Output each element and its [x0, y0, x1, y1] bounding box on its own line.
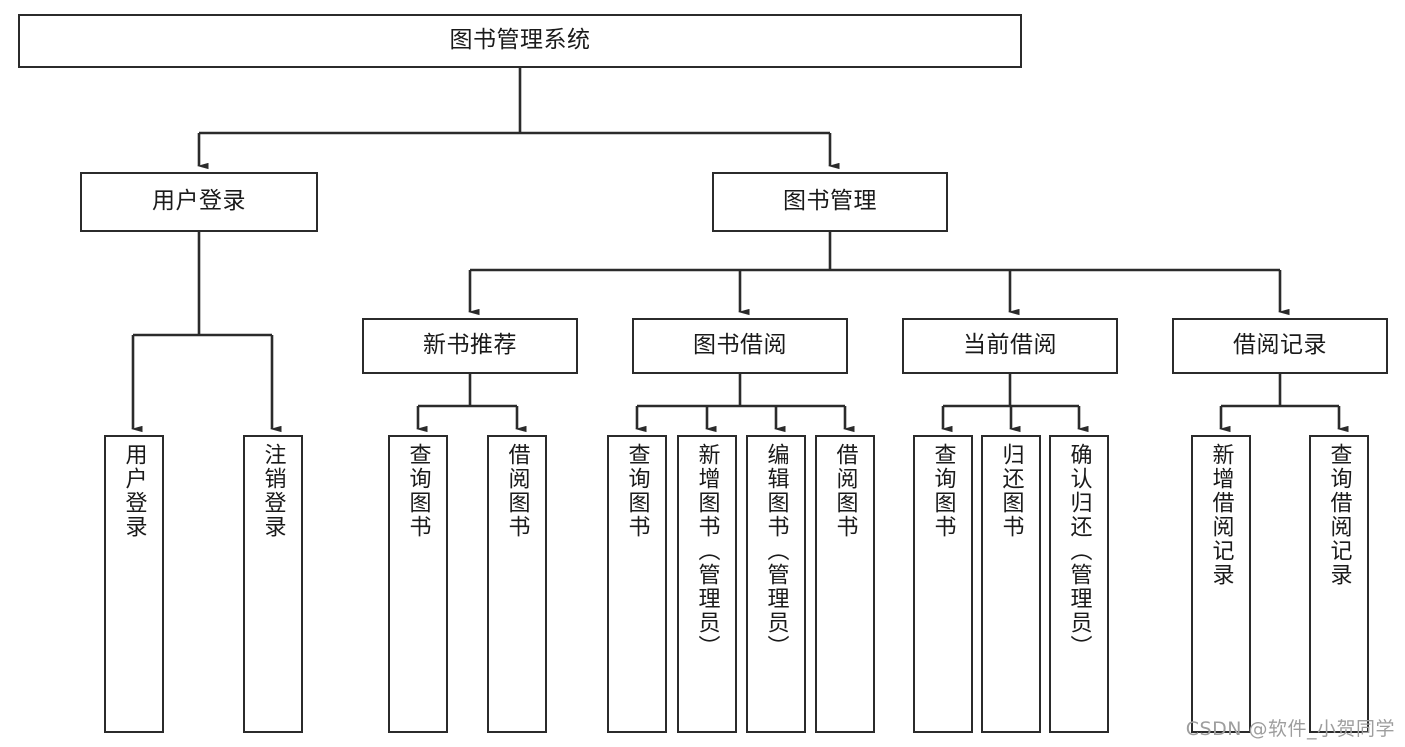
- node-leaf-borrow-book-nbr-label: 借阅图书: [504, 443, 530, 539]
- node-book-management[interactable]: 图书管理: [712, 172, 948, 232]
- node-leaf-edit-book[interactable]: 编辑图书（管理员）: [746, 435, 806, 733]
- node-borrow-record[interactable]: 借阅记录: [1172, 318, 1388, 374]
- node-leaf-borrow-book-bb[interactable]: 借阅图书: [815, 435, 875, 733]
- node-leaf-query-book-cb[interactable]: 查询图书: [913, 435, 973, 733]
- node-book-borrow[interactable]: 图书借阅: [632, 318, 848, 374]
- node-leaf-confirm-return[interactable]: 确认归还（管理员）: [1049, 435, 1109, 733]
- node-leaf-query-book-nbr[interactable]: 查询图书: [388, 435, 448, 733]
- node-book-management-label: 图书管理: [783, 188, 877, 215]
- node-leaf-user-login[interactable]: 用户登录: [104, 435, 164, 733]
- node-leaf-logout-label: 注销登录: [260, 443, 286, 539]
- node-leaf-borrow-book-bb-label: 借阅图书: [832, 443, 858, 539]
- node-leaf-add-record-label: 新增借阅记录: [1208, 443, 1234, 587]
- csdn-watermark: CSDN @软件_小贺同学: [1185, 718, 1395, 740]
- node-leaf-user-login-label: 用户登录: [121, 443, 147, 539]
- node-leaf-add-book-label: 新增图书（管理员）: [694, 443, 720, 659]
- node-book-borrow-label: 图书借阅: [693, 332, 787, 359]
- node-leaf-return-book-label: 归还图书: [998, 443, 1024, 539]
- node-user-login-label: 用户登录: [152, 188, 246, 215]
- node-leaf-logout[interactable]: 注销登录: [243, 435, 303, 733]
- node-leaf-borrow-book-nbr[interactable]: 借阅图书: [487, 435, 547, 733]
- node-borrow-record-label: 借阅记录: [1233, 332, 1327, 359]
- node-leaf-query-book-bb-label: 查询图书: [624, 443, 650, 539]
- node-leaf-edit-book-label: 编辑图书（管理员）: [763, 443, 789, 659]
- node-new-book-recommend-label: 新书推荐: [423, 332, 517, 359]
- node-leaf-query-book-cb-label: 查询图书: [930, 443, 956, 539]
- node-current-borrow[interactable]: 当前借阅: [902, 318, 1118, 374]
- node-root-label: 图书管理系统: [449, 27, 591, 54]
- node-leaf-query-book-bb[interactable]: 查询图书: [607, 435, 667, 733]
- node-leaf-query-record[interactable]: 查询借阅记录: [1309, 435, 1369, 733]
- node-leaf-add-book[interactable]: 新增图书（管理员）: [677, 435, 737, 733]
- node-current-borrow-label: 当前借阅: [963, 332, 1057, 359]
- node-user-login[interactable]: 用户登录: [80, 172, 318, 232]
- node-leaf-add-record[interactable]: 新增借阅记录: [1191, 435, 1251, 733]
- node-leaf-confirm-return-label: 确认归还（管理员）: [1066, 443, 1092, 659]
- node-leaf-query-book-nbr-label: 查询图书: [405, 443, 431, 539]
- node-new-book-recommend[interactable]: 新书推荐: [362, 318, 578, 374]
- node-leaf-query-record-label: 查询借阅记录: [1326, 443, 1352, 587]
- node-leaf-return-book[interactable]: 归还图书: [981, 435, 1041, 733]
- node-root[interactable]: 图书管理系统: [18, 14, 1022, 68]
